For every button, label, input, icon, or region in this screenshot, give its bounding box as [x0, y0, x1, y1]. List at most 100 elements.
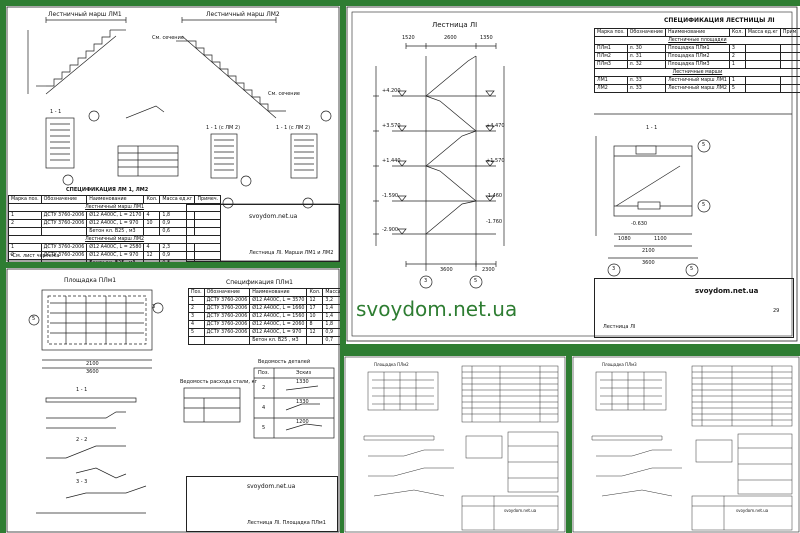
table-cell	[779, 84, 800, 93]
vedomost-row-5: 5	[262, 425, 266, 431]
landing-1-drawing	[6, 268, 340, 533]
landing-2-title: Площадка ПЛм2	[374, 362, 409, 367]
table-cell: ДСТУ 3760-2006	[40, 243, 88, 252]
level-10: -0.630	[631, 221, 648, 227]
site-watermark: svoydom.net.ua	[356, 297, 518, 321]
level-9: -2.900	[382, 227, 399, 233]
spec-title-flights: СПЕЦИФИКАЦИЯ ЛМ 1, ЛМ2	[66, 187, 149, 193]
table-cell: л. 31	[626, 52, 666, 61]
table-cell	[744, 52, 781, 61]
table-cell: 1,8	[322, 320, 340, 329]
table-cell	[779, 52, 800, 61]
table-cell: Марка поз.	[8, 195, 42, 204]
section-label: 1 - 1	[646, 125, 658, 131]
stamp-name: Лестница ЛI. Марши ЛМ1 и ЛМ2	[249, 250, 334, 256]
table-cell: 2	[8, 219, 42, 228]
table-cell: 2	[188, 304, 205, 313]
dim-bottom-2: 2300	[482, 267, 495, 273]
table-cell: Масса ед.кг	[744, 28, 781, 37]
axis-label-3: 3	[424, 278, 428, 284]
table-cell	[188, 336, 205, 345]
table-cell: 2	[728, 52, 746, 61]
title-block-stair: svoydom.net.ua Лестница ЛI 29	[594, 278, 794, 338]
table-cell: 17	[306, 304, 324, 313]
table-cell: Бетон кл. В25 , м3	[86, 259, 145, 262]
table-cell: л. 32	[626, 60, 666, 69]
level-2: +3.570	[382, 123, 401, 129]
landing-1-spec-title: Спецификация ПЛм1	[226, 279, 293, 286]
section-axis-5a: 5	[702, 142, 706, 148]
table-cell	[143, 259, 161, 262]
table-cell: ДСТУ 3760-2006	[203, 312, 251, 321]
table-cell: Наименование	[249, 288, 308, 297]
stair-drawing	[346, 6, 798, 342]
table-cell: 0,8	[159, 259, 196, 262]
table-cell: 1	[188, 296, 205, 305]
table-cell	[143, 227, 161, 236]
table-cell: 12	[143, 251, 161, 260]
landing-2-drawing	[344, 356, 566, 533]
table-cell: л. 33	[626, 76, 666, 85]
table-cell	[8, 259, 42, 262]
level-7: -1.460	[486, 193, 503, 199]
table-cell: 1	[728, 76, 746, 85]
table-cell: 4	[143, 211, 161, 220]
stamp-site-landing-1: svoydom.net.ua	[247, 483, 296, 490]
title-block-flights: svoydom.net.ua Лестница ЛI. Марши ЛМ1 и …	[186, 204, 340, 262]
table-cell	[779, 44, 800, 53]
table-cell: ПЛм1	[594, 44, 628, 53]
table-cell: 5	[728, 84, 746, 93]
vedomost-dim-1: 1330	[296, 379, 309, 385]
axis-label-5: 5	[474, 278, 478, 284]
table-cell: Ø12 A400C, L = 2060	[249, 320, 308, 329]
table-cell: 5	[188, 328, 205, 337]
section-dim-4: 3600	[642, 260, 655, 266]
table-cell: Обозначение	[626, 28, 666, 37]
landing-1-dim-2: 3600	[86, 369, 99, 375]
table-cell: ДСТУ 3760-2006	[40, 219, 88, 228]
section-label-3: 1 - 1 (с ЛМ 2)	[276, 125, 311, 131]
table-cell: 1,4	[322, 312, 340, 321]
level-5: +1.570	[486, 158, 505, 164]
cut-label-1: См. сечение	[152, 35, 184, 41]
table-cell	[203, 336, 251, 345]
vedomost-dim-3: 1200	[296, 419, 309, 425]
table-cell: Ø12 A400C, L = 1660	[249, 304, 308, 313]
dim-top-1: 1520	[402, 35, 415, 41]
table-cell: 1,4	[322, 304, 340, 313]
vedomost-head-pos: Поз.	[258, 370, 270, 376]
table-group-row: Лестничные марши	[594, 68, 800, 77]
section-axis-5c: 5	[690, 266, 694, 272]
landing-1-section-2: 2 - 2	[76, 437, 88, 443]
flights-drawing	[6, 6, 340, 262]
table-row: Бетон кл. В25 , м3 0,8	[8, 259, 222, 262]
landing-1-axis-3: 3	[152, 304, 156, 310]
title-flight-lm2: Лестничный марш ЛМ2	[206, 11, 280, 18]
vedomost-head-sketch: Эскиз	[296, 370, 312, 376]
table-cell	[40, 227, 88, 236]
table-group-label: Лестничные площадки	[594, 36, 800, 45]
table-cell: 8	[306, 320, 324, 329]
table-cell	[40, 259, 88, 262]
title-block-landing-1: svoydom.net.ua Лестница ЛI. Площадка ПЛм…	[186, 476, 338, 532]
table-cell: 3	[188, 312, 205, 321]
table-cell: Обозначение	[40, 195, 88, 204]
table-cell: Лестничный марш ЛМ2	[664, 84, 730, 93]
table-cell: Площадка ПЛм2	[664, 52, 730, 61]
section-axis-3: 3	[612, 266, 616, 272]
table-cell: 3,2	[322, 296, 340, 305]
table-cell	[744, 44, 781, 53]
vedomost-dim-2: 1330	[296, 399, 309, 405]
table-cell: л. 30	[626, 44, 666, 53]
stamp-site-stair: svoydom.net.ua	[695, 287, 759, 295]
landing-1-axis-5: 5	[32, 316, 36, 322]
table-cell: Кол.	[143, 195, 161, 204]
table-cell: Лестничный марш ЛМ1	[664, 76, 730, 85]
